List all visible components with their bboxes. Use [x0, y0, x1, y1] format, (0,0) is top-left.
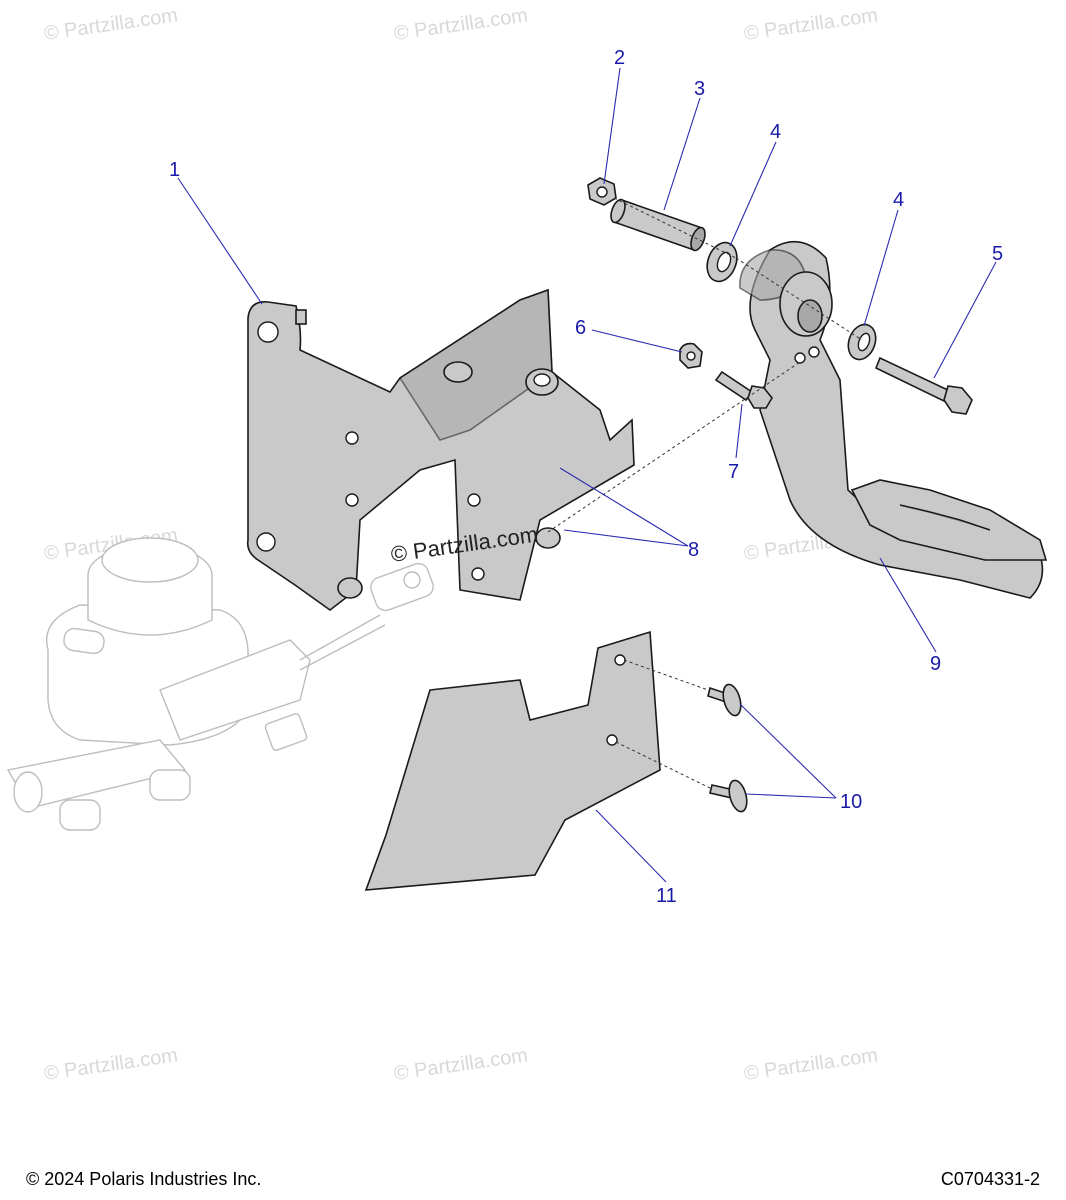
part-2-nut — [587, 177, 617, 206]
watermark: © Partzilla.com — [743, 1044, 880, 1085]
drawing-number: C0704331-2 — [940, 1169, 1040, 1189]
part-5-bolt — [874, 356, 973, 415]
callout-11: 11 — [656, 885, 677, 907]
callout-10: 10 — [840, 791, 862, 813]
callout-7: 7 — [728, 461, 739, 483]
watermark: © Partzilla.com — [43, 1044, 180, 1085]
part-6-nut — [679, 342, 703, 369]
callout-3: 3 — [694, 78, 705, 100]
callout-8: 8 — [688, 539, 699, 561]
watermark: © Partzilla.com — [43, 4, 180, 45]
callout-5: 5 — [992, 243, 1003, 265]
watermark: © Partzilla.com — [393, 4, 530, 45]
callout-6: 6 — [575, 317, 586, 339]
assembly-lines — [547, 197, 863, 789]
callout-9: 9 — [930, 653, 941, 675]
part-9-brake-pedal — [739, 240, 1048, 599]
callout-2: 2 — [614, 47, 625, 69]
watermark: © Partzilla.com — [393, 1044, 530, 1085]
brake-pedal-bracket — [246, 288, 635, 611]
callout-labels: 1 2 3 4 4 5 6 7 8 9 10 11 — [169, 47, 1003, 907]
part-3-bushing — [610, 198, 706, 252]
master-cylinder-ghost — [6, 537, 434, 831]
part-4-bushing-left — [706, 241, 738, 283]
part-11-heat-shield — [364, 630, 661, 891]
callout-leaders — [177, 67, 997, 883]
callout-4: 4 — [893, 189, 904, 211]
part-4-bushing-right — [847, 323, 877, 361]
callout-4: 4 — [770, 121, 781, 143]
part-7-bolt — [714, 370, 773, 409]
copyright-notice: © 2024 Polaris Industries Inc. — [26, 1169, 262, 1189]
part-10-bolts — [707, 683, 748, 813]
callout-1: 1 — [169, 159, 180, 181]
watermark: © Partzilla.com — [743, 4, 880, 45]
